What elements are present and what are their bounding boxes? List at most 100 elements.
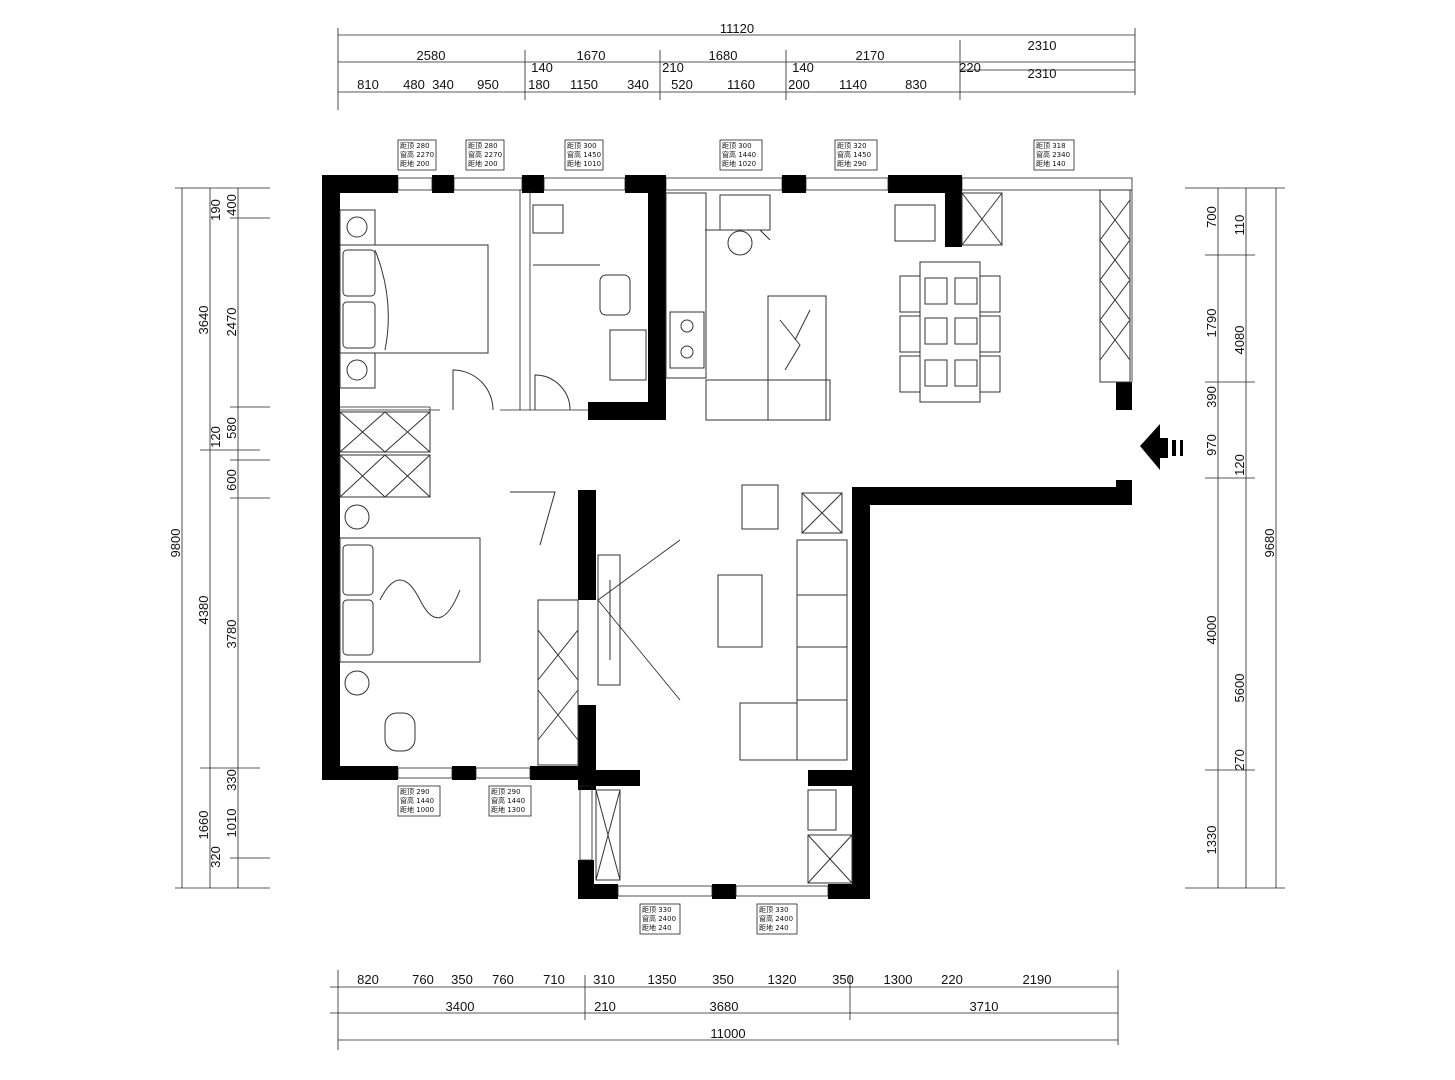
dining-table	[919, 261, 981, 403]
svg-text:窗高 1450: 窗高 1450	[567, 150, 601, 159]
window-tag: 距顶 330 窗高 2400 距地 240	[639, 903, 681, 935]
left-dim-4380: 4380	[196, 596, 211, 625]
top-dimensions: 11120 2580 1670 1680 2170 2310 140 210 1…	[337, 21, 1136, 110]
bottom-dim-3680: 3680	[710, 999, 739, 1014]
bottom-dim-seg: 350	[832, 972, 854, 987]
hall-storage	[339, 411, 431, 498]
top-dim-2580: 2580	[417, 48, 446, 63]
svg-text:距顶 320: 距顶 320	[837, 142, 867, 150]
left-dim-seg: 320	[208, 846, 223, 868]
window-tag: 距顶 290 窗高 1440 距地 1000	[397, 785, 441, 817]
svg-text:距地 240: 距地 240	[642, 923, 672, 932]
bottom-dim-3710: 3710	[970, 999, 999, 1014]
right-dim-seg: 390	[1204, 386, 1219, 408]
top-dim-1680: 1680	[709, 48, 738, 63]
bottom-dimensions: 820 760 350 760 710 310 1350 350 1320 35…	[330, 970, 1119, 1050]
wardrobe	[537, 599, 579, 766]
left-dim-1660: 1660	[196, 811, 211, 840]
bottom-dim-seg: 760	[492, 972, 514, 987]
window-tag: 距顶 318 窗高 2340 距地 140	[1033, 139, 1075, 171]
window-tag: 距顶 280 窗高 2270 距地 200	[397, 139, 437, 171]
living-room	[597, 484, 848, 761]
svg-text:距顶 300: 距顶 300	[722, 142, 752, 150]
svg-text:距顶 280: 距顶 280	[468, 142, 498, 150]
bottom-dim-seg: 220	[941, 972, 963, 987]
svg-text:距顶 290: 距顶 290	[400, 788, 430, 796]
svg-text:距顶 280: 距顶 280	[400, 142, 430, 150]
svg-text:距地 200: 距地 200	[468, 159, 498, 168]
svg-text:距地 140: 距地 140	[1036, 159, 1066, 168]
door-swing	[452, 369, 494, 411]
svg-text:距顶 330: 距顶 330	[759, 906, 789, 914]
left-dim-seg: 400	[224, 194, 239, 216]
window-tags: 距顶 280 窗高 2270 距地 200 距顶 280 窗高 2270 距地 …	[397, 139, 1075, 935]
washing-machine	[807, 789, 837, 831]
window-tag: 距顶 290 窗高 1440 距地 1300	[488, 785, 532, 817]
svg-text:窗高 1440: 窗高 1440	[400, 796, 434, 805]
right-dim-seg: 1790	[1204, 309, 1219, 338]
bed	[339, 537, 481, 663]
left-dim-seg: 2470	[224, 308, 239, 337]
door-swing	[534, 374, 571, 411]
top-dim-seg: 480	[403, 77, 425, 92]
vanity	[609, 329, 647, 381]
top-dim-seg: 1150	[570, 77, 598, 92]
left-dimensions: 9800 3640 4380 1660 190 400 2470 120 580…	[168, 187, 270, 889]
nightstand	[339, 209, 376, 246]
right-dim-seg: 110	[1232, 215, 1247, 236]
top-dim-seg: 340	[432, 77, 454, 92]
window-tag: 距顶 330 窗高 2400 距地 240	[756, 903, 798, 935]
chair	[384, 712, 416, 752]
svg-text:窗高 1440: 窗高 1440	[722, 150, 756, 159]
right-dim-seg: 120	[1232, 454, 1247, 476]
svg-text:窗高 2400: 窗高 2400	[759, 914, 793, 923]
bottom-dim-seg: 820	[357, 972, 379, 987]
top-dim-1670: 1670	[577, 48, 606, 63]
lower-room	[595, 789, 853, 884]
svg-text:距顶 330: 距顶 330	[642, 906, 672, 914]
bedroom-1	[339, 209, 494, 411]
door-swing	[510, 491, 556, 546]
tv-cabinet	[597, 554, 621, 686]
svg-text:距地 200: 距地 200	[400, 159, 430, 168]
bottom-dim-seg: 1300	[884, 972, 913, 987]
bottom-dim-seg: 1350	[648, 972, 677, 987]
right-dim-5600: 5600	[1232, 674, 1247, 703]
cabinet	[595, 789, 621, 881]
bottom-dim-seg: 350	[451, 972, 473, 987]
svg-text:窗高 2400: 窗高 2400	[642, 914, 676, 923]
nightstand	[339, 352, 376, 389]
svg-text:距地 1020: 距地 1020	[722, 159, 756, 168]
right-dim-4080: 4080	[1232, 326, 1247, 355]
top-dim-220: 220	[959, 60, 981, 75]
top-dim-seg: 180	[528, 77, 550, 92]
top-dim-seg: 1160	[727, 77, 755, 92]
top-dim-seg: 200	[788, 77, 810, 92]
svg-text:距地 240: 距地 240	[759, 923, 789, 932]
bottom-dim-210: 210	[594, 999, 616, 1014]
sofa	[796, 539, 848, 761]
top-dim-seg: 830	[905, 77, 927, 92]
right-dim-seg: 970	[1204, 434, 1219, 456]
left-dim-seg: 190	[208, 199, 223, 221]
svg-text:窗高 1450: 窗高 1450	[837, 150, 871, 159]
tall-cabinet	[1099, 189, 1131, 383]
bed	[339, 244, 489, 354]
bedroom-2	[339, 491, 579, 766]
top-dim-2310a: 2310	[1028, 38, 1057, 53]
left-dim-seg: 330	[224, 769, 239, 791]
svg-text:窗高 1440: 窗高 1440	[491, 796, 525, 805]
top-dim-140a: 140	[531, 60, 553, 75]
bottom-dim-seg: 2190	[1023, 972, 1052, 987]
svg-text:窗高 2270: 窗高 2270	[400, 150, 434, 159]
top-dim-210: 210	[662, 60, 684, 75]
cabinet	[961, 192, 1003, 246]
dining-area	[894, 189, 1131, 403]
right-dim-total: 9680	[1262, 529, 1277, 558]
svg-text:窗高 2340: 窗高 2340	[1036, 150, 1070, 159]
window-tag: 距顶 280 窗高 2270 距地 200	[465, 139, 505, 171]
storage-cabinet	[807, 834, 853, 884]
left-dim-seg: 580	[224, 417, 239, 439]
bottom-dim-total: 11000	[710, 1026, 745, 1041]
